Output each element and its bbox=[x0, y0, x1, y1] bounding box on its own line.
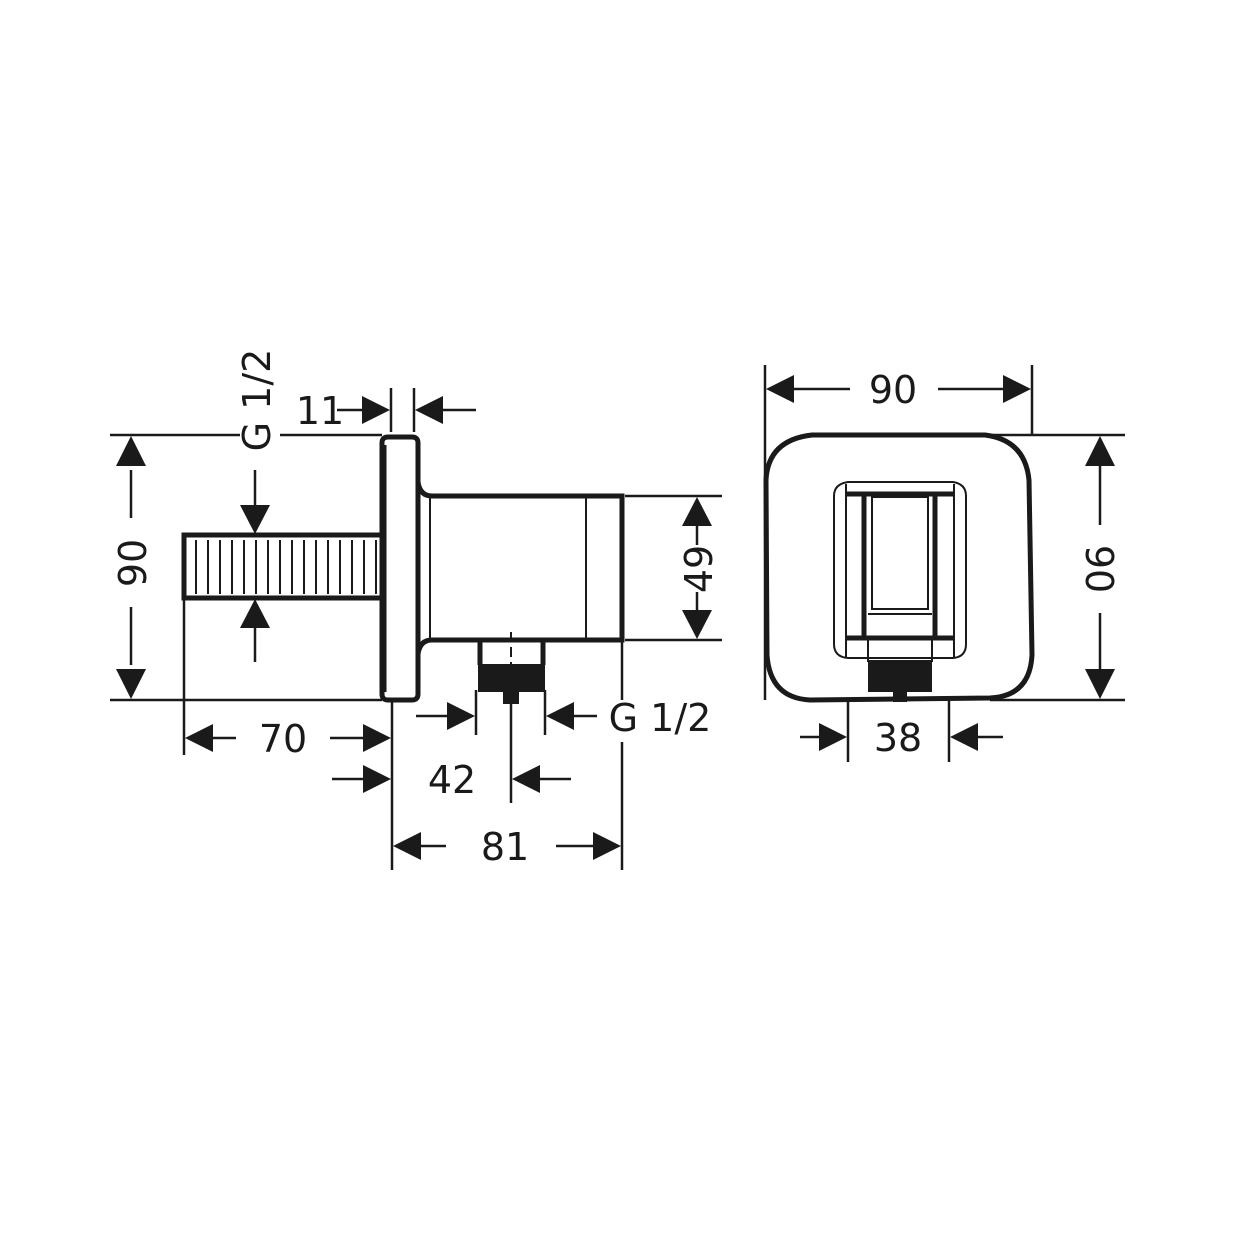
dim-body-height: 49 bbox=[625, 494, 722, 642]
dim-front-height: 90 bbox=[985, 433, 1125, 702]
dim-label-outlet-width: 38 bbox=[874, 716, 922, 760]
side-view: 90 G 1/2 11 49 bbox=[110, 349, 722, 870]
dim-depth-total: 81 bbox=[393, 640, 624, 870]
dim-inlet-thread: G 1/2 bbox=[235, 349, 279, 662]
dim-outlet-offset: 42 bbox=[332, 704, 571, 803]
dim-inlet-length: 70 bbox=[182, 600, 394, 870]
inlet-pipe bbox=[181, 532, 385, 601]
dim-label-height: 90 bbox=[111, 539, 155, 587]
dim-label-outlet-offset: 42 bbox=[428, 758, 476, 802]
dim-front-width: 90 bbox=[763, 365, 1034, 700]
dim-label-depth-total: 81 bbox=[481, 825, 529, 869]
outlet-fitting bbox=[477, 632, 546, 704]
wall-plate bbox=[379, 434, 421, 703]
dim-label-inlet-length: 70 bbox=[259, 717, 307, 761]
thread-lines bbox=[195, 540, 377, 594]
dim-outlet-thread: G 1/2 bbox=[416, 690, 711, 740]
dim-label-plate-thickness: 11 bbox=[296, 389, 344, 433]
holder-front bbox=[833, 481, 967, 702]
dim-height-total: 90 bbox=[110, 433, 382, 702]
dim-label-front-width: 90 bbox=[869, 368, 917, 412]
dim-label-front-height: 90 bbox=[1077, 545, 1121, 593]
holder-body bbox=[415, 481, 625, 655]
front-plate-outline bbox=[763, 432, 1035, 703]
dim-label-body-height: 49 bbox=[677, 545, 721, 593]
dim-plate-thickness: 11 bbox=[296, 388, 476, 433]
dim-outlet-width: 38 bbox=[800, 700, 1003, 762]
dim-label-inlet-thread: G 1/2 bbox=[235, 349, 279, 452]
dim-label-outlet-thread: G 1/2 bbox=[609, 696, 712, 740]
front-view: 90 90 38 bbox=[763, 365, 1125, 762]
